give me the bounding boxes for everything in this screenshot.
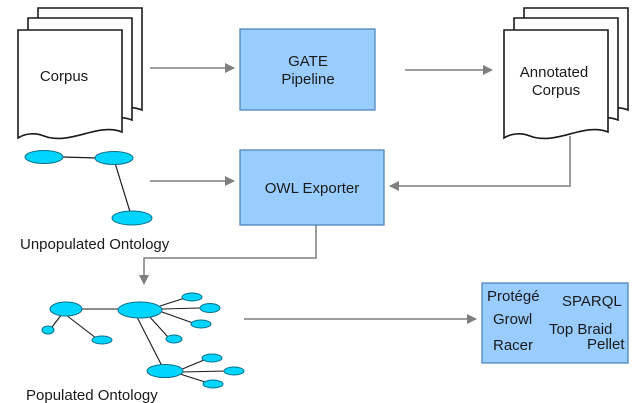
- pop-node-12: [202, 379, 224, 389]
- pop-edge-10: [181, 370, 227, 373]
- unpop-node-2: [94, 151, 134, 165]
- pop-node-1: [49, 301, 83, 317]
- tool-pellet-label: Pellet: [587, 336, 625, 353]
- pop-node-7: [190, 319, 212, 329]
- pop-edge-8: [136, 316, 164, 369]
- pop-node-2: [41, 325, 55, 335]
- owl-exporter-box: [239, 149, 385, 226]
- annotated-corpus-label-line2: Corpus: [532, 82, 580, 99]
- corpus-page-front: [17, 29, 123, 140]
- pop-node-hub2: [146, 364, 184, 378]
- tool-growl-label: Growl: [493, 311, 532, 328]
- unpop-node-3: [111, 210, 153, 226]
- pop-edge-9: [179, 359, 205, 371]
- pop-edge-2: [51, 313, 63, 328]
- pop-node-5: [181, 292, 203, 302]
- annotated-page-front: [503, 29, 609, 140]
- unpopulated-ontology-label: Unpopulated Ontology: [20, 236, 170, 253]
- tool-topbraid-label: Top Braid: [549, 321, 612, 338]
- arrow-owl-to-populated: [139, 225, 317, 285]
- pop-node-hub: [117, 301, 163, 319]
- tool-racer-label: Racer: [493, 337, 533, 354]
- pop-node-11: [223, 366, 245, 376]
- tool-protege-label: Protégé: [487, 288, 540, 305]
- pop-node-8: [165, 334, 183, 344]
- unpopulated-ontology-graph: [24, 150, 153, 226]
- populated-ontology-graph: [41, 292, 245, 389]
- annotated-corpus-document-stack: [503, 7, 629, 140]
- tools-box: [481, 282, 629, 364]
- pop-edge-4: [159, 297, 186, 307]
- gate-pipeline-box: [239, 28, 376, 111]
- pop-edge-3: [65, 314, 97, 339]
- pop-edge-6: [161, 311, 194, 324]
- corpus-document-stack: [17, 7, 143, 140]
- populated-ontology-label: Populated Ontology: [26, 387, 158, 403]
- unpop-edge-1: [61, 156, 99, 159]
- pop-edge-7: [147, 314, 169, 338]
- arrow-annotated-to-owl: [389, 136, 571, 191]
- annotated-corpus-label-line1: Annotated: [520, 64, 588, 81]
- unpop-edge-2: [114, 162, 132, 216]
- gate-pipeline-label-line1: GATE: [288, 53, 328, 70]
- gate-pipeline-label-line2: Pipeline: [281, 71, 334, 88]
- pop-node-3: [91, 335, 113, 345]
- pop-edge-11: [179, 373, 206, 383]
- pop-node-6: [199, 303, 221, 313]
- corpus-label: Corpus: [40, 68, 88, 85]
- pop-node-10: [201, 353, 223, 363]
- pop-edge-5: [161, 307, 201, 310]
- tool-sparql-label: SPARQL: [562, 293, 622, 310]
- owl-exporter-label: OWL Exporter: [265, 180, 359, 197]
- unpop-node-1: [24, 150, 64, 164]
